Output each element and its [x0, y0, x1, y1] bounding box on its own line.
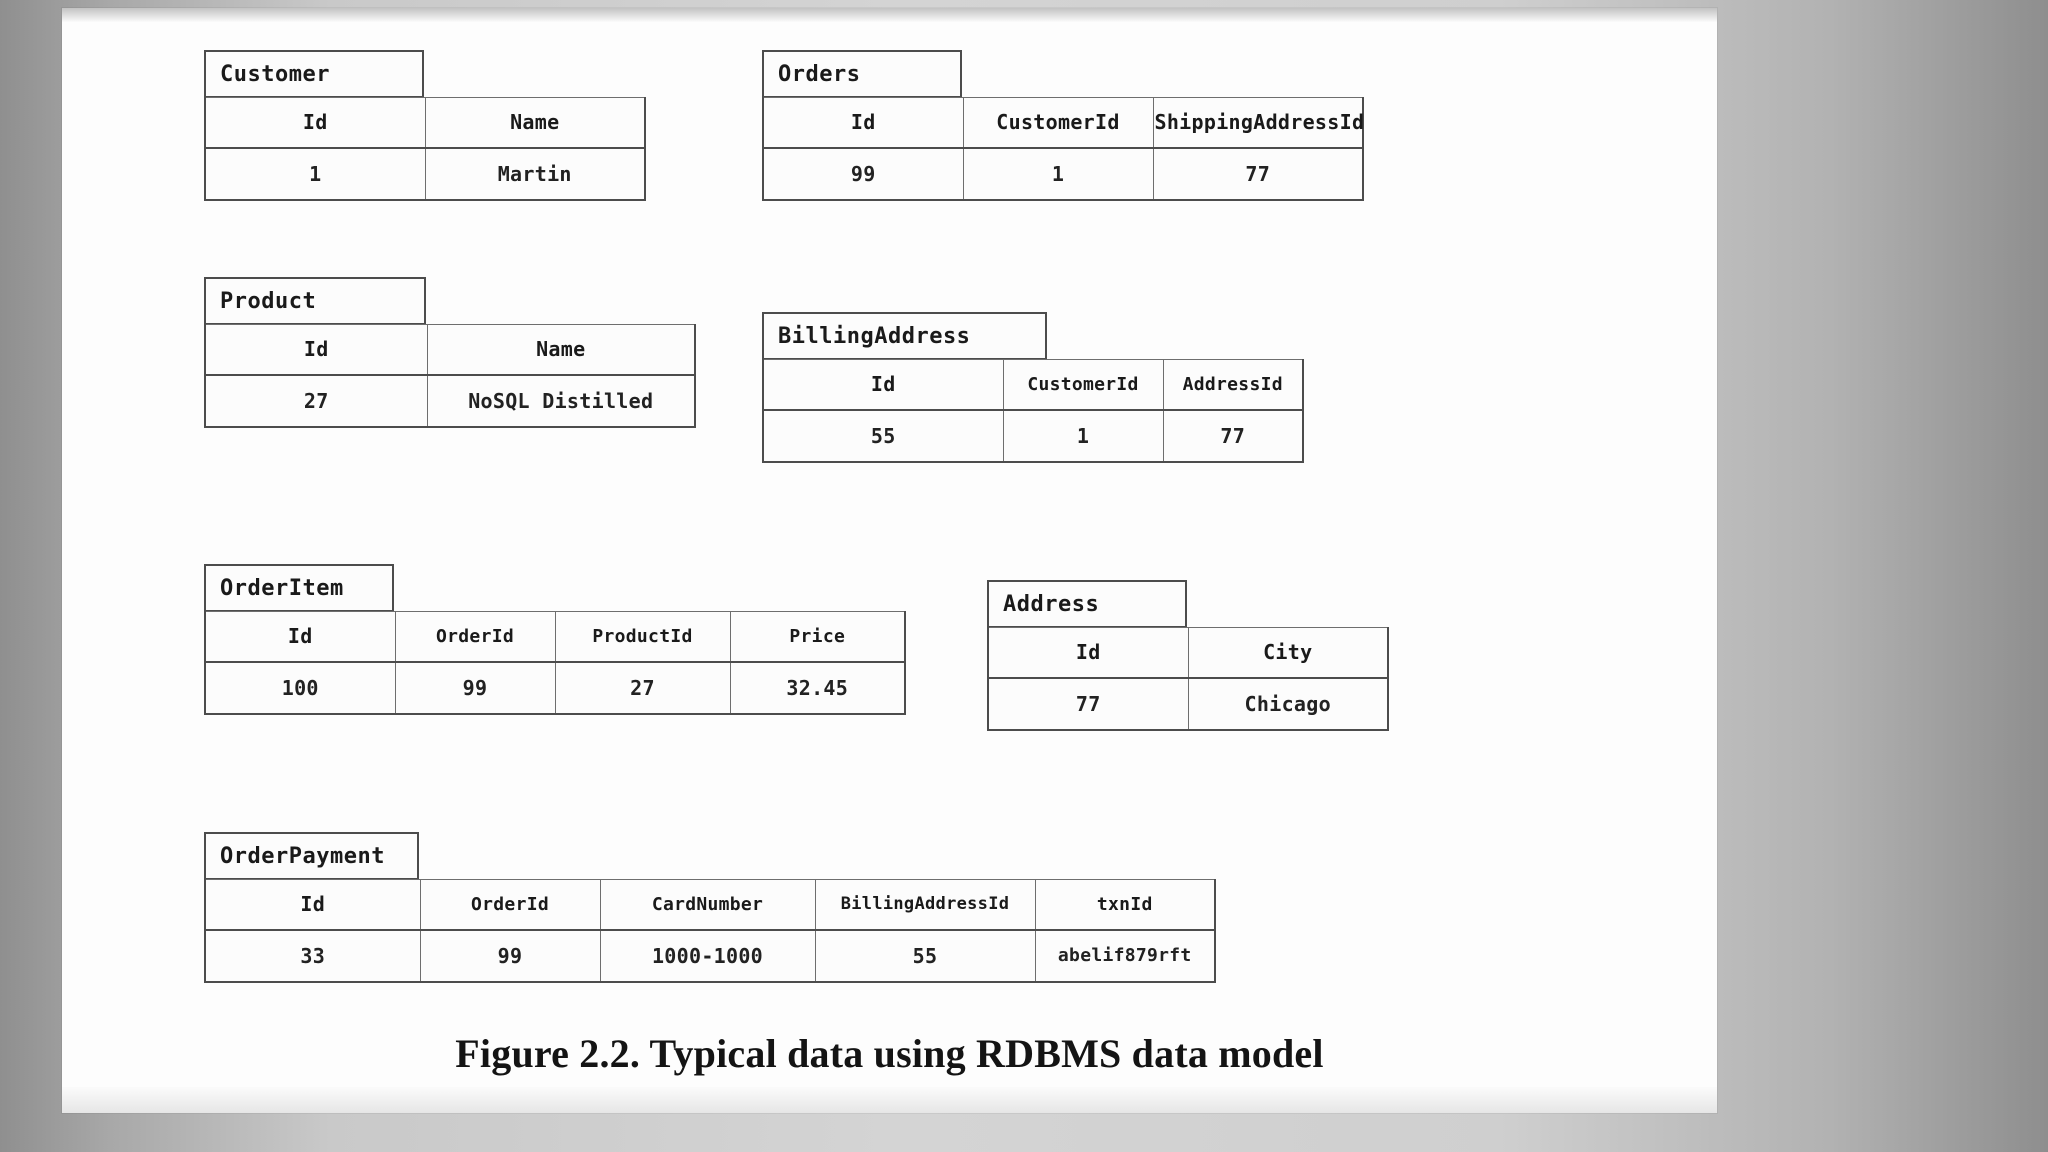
column-header-price: Price — [729, 611, 906, 663]
table-row: 1 Martin — [204, 147, 646, 201]
table-billingaddress: BillingAddress Id CustomerId AddressId 5… — [762, 312, 1304, 463]
column-header-id: Id — [204, 97, 426, 149]
card-bottom-edge — [62, 1087, 1717, 1113]
table-address: Address Id City 77 Chicago — [987, 580, 1389, 731]
table-customer: Customer Id Name 1 Martin — [204, 50, 646, 201]
column-header-name: Name — [424, 97, 646, 149]
column-header-id: Id — [762, 97, 964, 149]
cell-orderpayment-cardnumber: 1000-1000 — [599, 929, 816, 983]
table-orderitem-title: OrderItem — [204, 564, 394, 611]
cell-orders-id: 99 — [762, 147, 964, 201]
rdbms-figure: Customer Id Name 1 Martin Orders — [62, 22, 1717, 1022]
cell-billingaddress-addressid: 77 — [1162, 409, 1304, 463]
cell-orderpayment-orderid: 99 — [419, 929, 601, 983]
table-row: 33 99 1000-1000 55 abelif879rft — [204, 929, 1216, 983]
table-product: Product Id Name 27 NoSQL Distilled — [204, 277, 696, 428]
table-address-title: Address — [987, 580, 1187, 627]
column-header-id: Id — [204, 324, 428, 376]
cell-orderitem-orderid: 99 — [394, 661, 556, 715]
table-row: 77 Chicago — [987, 677, 1389, 731]
column-header-id: Id — [204, 879, 421, 931]
table-product-title: Product — [204, 277, 426, 324]
column-header-name: Name — [426, 324, 696, 376]
table-billingaddress-title: BillingAddress — [762, 312, 1047, 359]
cell-orderitem-id: 100 — [204, 661, 396, 715]
table-header-row: Id OrderId CardNumber BillingAddressId t… — [204, 879, 1216, 931]
cell-orderitem-productid: 27 — [554, 661, 731, 715]
table-billingaddress-grid: Id CustomerId AddressId 55 1 77 — [762, 359, 1304, 463]
table-row: 100 99 27 32.45 — [204, 661, 906, 715]
table-row: 55 1 77 — [762, 409, 1304, 463]
table-header-row: Id CustomerId ShippingAddressId — [762, 97, 1364, 149]
column-header-billingaddressid: BillingAddressId — [814, 879, 1036, 931]
column-header-city: City — [1187, 627, 1389, 679]
cell-orders-customerid: 1 — [962, 147, 1154, 201]
cell-product-name: NoSQL Distilled — [426, 374, 696, 428]
column-header-customerid: CustomerId — [1002, 359, 1164, 411]
table-orders-title: Orders — [762, 50, 962, 97]
figure-page-card: Customer Id Name 1 Martin Orders — [62, 8, 1717, 1113]
cell-orderpayment-id: 33 — [204, 929, 421, 983]
table-header-row: Id Name — [204, 97, 646, 149]
table-header-row: Id Name — [204, 324, 696, 376]
table-header-row: Id OrderId ProductId Price — [204, 611, 906, 663]
table-header-row: Id City — [987, 627, 1389, 679]
card-top-edge — [62, 8, 1717, 22]
column-header-addressid: AddressId — [1162, 359, 1304, 411]
table-customer-grid: Id Name 1 Martin — [204, 97, 646, 201]
column-header-cardnumber: CardNumber — [599, 879, 816, 931]
table-orders: Orders Id CustomerId ShippingAddressId 9… — [762, 50, 1364, 201]
column-header-id: Id — [204, 611, 396, 663]
cell-address-id: 77 — [987, 677, 1189, 731]
table-address-grid: Id City 77 Chicago — [987, 627, 1389, 731]
cell-billingaddress-customerid: 1 — [1002, 409, 1164, 463]
table-orderitem-grid: Id OrderId ProductId Price 100 99 27 32.… — [204, 611, 906, 715]
table-orders-grid: Id CustomerId ShippingAddressId 99 1 77 — [762, 97, 1364, 201]
cell-orderitem-price: 32.45 — [729, 661, 906, 715]
cell-customer-id: 1 — [204, 147, 426, 201]
table-row: 27 NoSQL Distilled — [204, 374, 696, 428]
table-orderitem: OrderItem Id OrderId ProductId Price 100… — [204, 564, 906, 715]
cell-billingaddress-id: 55 — [762, 409, 1004, 463]
cell-orders-shippingaddressid: 77 — [1152, 147, 1364, 201]
cell-customer-name: Martin — [424, 147, 646, 201]
column-header-txnid: txnId — [1034, 879, 1216, 931]
cell-orderpayment-txnid: abelif879rft — [1034, 929, 1216, 983]
column-header-orderid: OrderId — [394, 611, 556, 663]
table-orderpayment-grid: Id OrderId CardNumber BillingAddressId t… — [204, 879, 1216, 983]
cell-address-city: Chicago — [1187, 677, 1389, 731]
table-product-grid: Id Name 27 NoSQL Distilled — [204, 324, 696, 428]
figure-caption: Figure 2.2. Typical data using RDBMS dat… — [455, 1031, 1324, 1076]
column-header-shippingaddressid: ShippingAddressId — [1152, 97, 1364, 149]
column-header-id: Id — [987, 627, 1189, 679]
table-customer-title: Customer — [204, 50, 424, 97]
cell-orderpayment-billingaddressid: 55 — [814, 929, 1036, 983]
column-header-customerid: CustomerId — [962, 97, 1154, 149]
column-header-orderid: OrderId — [419, 879, 601, 931]
table-row: 99 1 77 — [762, 147, 1364, 201]
column-header-productid: ProductId — [554, 611, 731, 663]
table-orderpayment: OrderPayment Id OrderId CardNumber Billi… — [204, 832, 1216, 983]
table-header-row: Id CustomerId AddressId — [762, 359, 1304, 411]
cell-product-id: 27 — [204, 374, 428, 428]
column-header-id: Id — [762, 359, 1004, 411]
table-orderpayment-title: OrderPayment — [204, 832, 419, 879]
